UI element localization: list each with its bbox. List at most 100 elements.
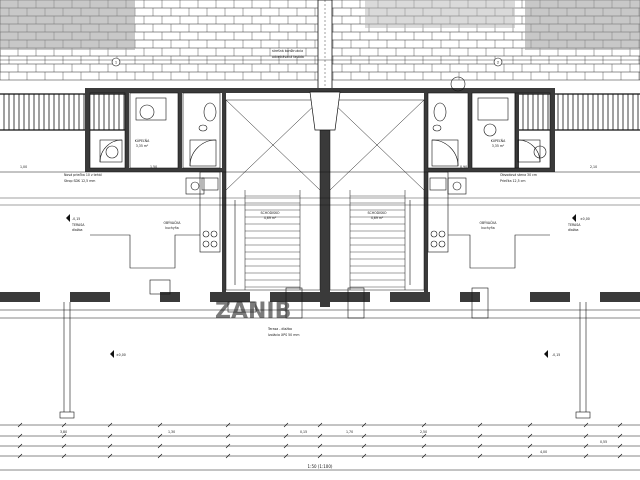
watermark: ZANIB (215, 299, 291, 324)
dimension-tick (527, 443, 533, 449)
dimension-tick (283, 453, 289, 459)
note-text: Strop SDK 12,5 mm (64, 179, 95, 183)
dimension-tick (283, 433, 289, 439)
scale-label: 1:50 (1:100) (308, 464, 333, 469)
level-marker-icons (66, 214, 576, 358)
dimension-tick (225, 453, 231, 459)
dimension-tick (361, 433, 367, 439)
dimension-label: 1,70 (346, 430, 353, 434)
column-marker-label-1: 1 (115, 61, 117, 65)
note-text: Priečka 12,5 cm (500, 179, 526, 183)
level-label: ±0,00 (580, 217, 590, 221)
room-detail: kuchyňa (481, 226, 494, 230)
dimension-label: 1,30 (168, 430, 175, 434)
note-text: odvetrávaná fasáda (272, 55, 304, 59)
dimension-tick (617, 433, 623, 439)
note-text: Izolácia XPS 50 mm (268, 333, 299, 337)
dimension-tick (477, 433, 483, 439)
room-detail: 3,35 m² (492, 144, 505, 148)
room-detail: 4,69 m² (371, 216, 384, 220)
staircase-right (329, 99, 425, 291)
terrace (0, 279, 640, 412)
dimension-tick (421, 453, 427, 459)
room-name: OBÝVAČKA (163, 220, 181, 225)
dimension-label: 3,80 (60, 430, 67, 434)
room-detail: 3,35 m² (136, 144, 149, 148)
dimension-tick (583, 443, 589, 449)
kitchen-right (427, 171, 449, 253)
dimension-tick (61, 443, 67, 449)
room-detail: kuchyňa (165, 226, 178, 230)
room-name: SCHODISKO (261, 211, 280, 215)
dimension-tick (17, 443, 23, 449)
dimension-tick (361, 453, 367, 459)
dimension-tick (157, 433, 163, 439)
room-name: KÚPEĽŇA (135, 138, 150, 143)
dimension-tick (583, 453, 589, 459)
wc-fixtures (105, 76, 547, 159)
dimension-ticks (17, 422, 623, 459)
staircase-left (225, 99, 321, 291)
dimension-tick (283, 443, 289, 449)
dimension-tick (583, 422, 589, 428)
level-label: ±0,00 (116, 353, 126, 357)
dimension-tick (157, 443, 163, 449)
dimension-tick (361, 443, 367, 449)
dimension-label: 2,10 (590, 165, 597, 169)
column-marker-1 (111, 57, 121, 67)
roof-hatch-right (525, 0, 640, 50)
room-name: TERASA (71, 223, 85, 227)
dimension-tick (477, 443, 483, 449)
bathroom-left (89, 92, 221, 195)
note-text: Obvodová stena 30 cm (500, 173, 537, 177)
level-label: -0,15 (72, 217, 80, 221)
railing-left (3, 94, 125, 130)
dimension-tick (17, 422, 23, 428)
dimension-tick (527, 453, 533, 459)
dimension-tick (421, 433, 427, 439)
dimension-tick (61, 422, 67, 428)
dimension-tick (225, 422, 231, 428)
note-text: Nová priečka 10 z tehál (64, 173, 102, 177)
staircase-steps-left (245, 195, 300, 288)
dimension-tick (107, 443, 113, 449)
dimension-tick (317, 453, 323, 459)
dimension-tick (317, 433, 323, 439)
terrace-columns (59, 411, 591, 419)
column-marker-2 (493, 57, 503, 67)
dimension-tick (421, 443, 427, 449)
dimension-tick (617, 443, 623, 449)
room-detail: 4,69 m² (264, 216, 277, 220)
dimension-label: 2,50 (420, 430, 427, 434)
dimension-tick (225, 433, 231, 439)
dimension-tick (17, 433, 23, 439)
dimension-tick (107, 422, 113, 428)
dimension-tick (157, 453, 163, 459)
kitchen-left (199, 171, 221, 253)
dimension-label: 1,00 (20, 165, 27, 169)
room-detail: dlažba (568, 228, 579, 232)
dimension-tick (527, 422, 533, 428)
room-name: KÚPEĽŇA (491, 138, 506, 143)
dimension-label: 1,50 (150, 165, 157, 169)
dimension-tick (527, 433, 533, 439)
structural-walls (0, 88, 640, 307)
dimension-tick (617, 453, 623, 459)
staircase-steps-right (350, 195, 405, 288)
dimension-tick (421, 422, 427, 428)
dimension-tick (477, 453, 483, 459)
dimension-tick (17, 453, 23, 459)
roof-hatch-left (0, 0, 135, 50)
dimension-tick (157, 422, 163, 428)
bathroom-right (427, 92, 551, 195)
dimension-tick (107, 453, 113, 459)
note-text: Terasa - dlažba (267, 327, 292, 331)
dimension-tick (61, 433, 67, 439)
dimension-tick (477, 422, 483, 428)
chimney-hood (309, 91, 341, 131)
roof-hatch-mid (365, 0, 515, 28)
dimension-tick (361, 422, 367, 428)
railing-right (517, 94, 639, 130)
dimension-tick (317, 443, 323, 449)
